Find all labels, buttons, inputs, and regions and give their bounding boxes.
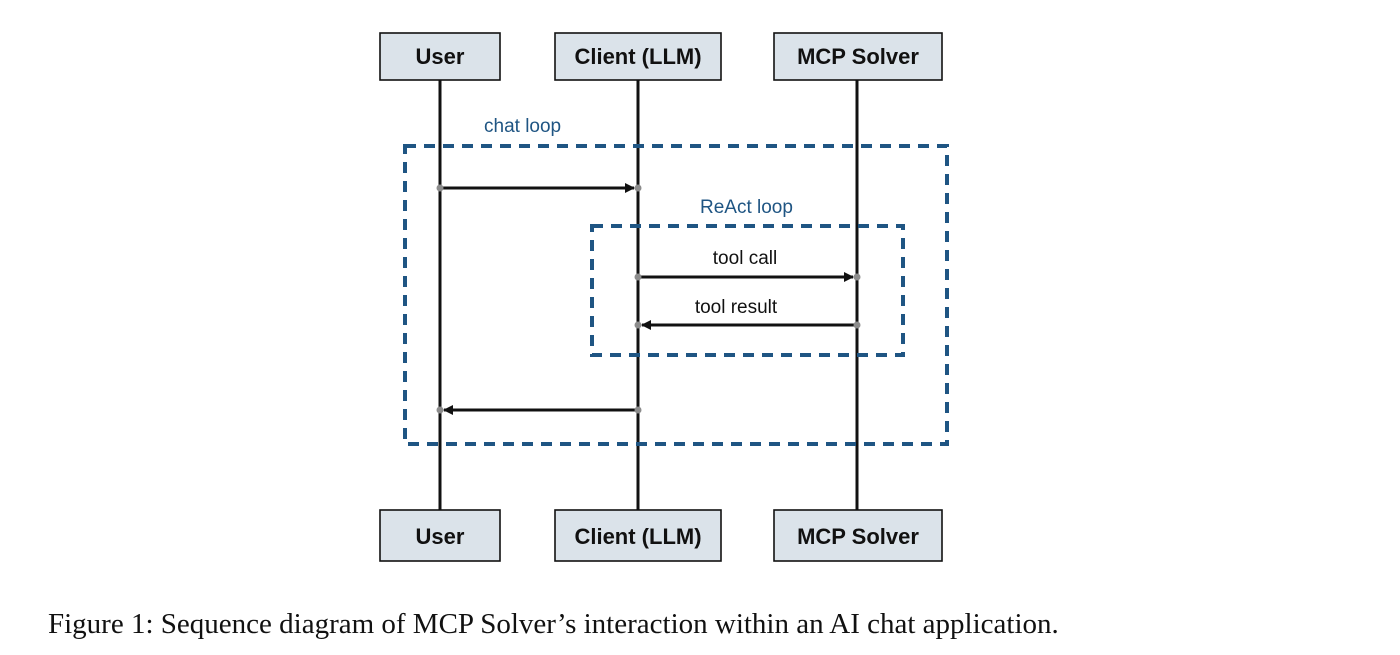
message-anchor-dot <box>853 273 861 281</box>
actor-user-bottom: User <box>379 509 501 562</box>
message-client-to-user <box>436 405 642 415</box>
message-anchor-dot <box>436 406 444 414</box>
actor-label: MCP Solver <box>797 524 919 549</box>
figure-caption: Figure 1: Sequence diagram of MCP Solver… <box>48 608 1059 640</box>
message-anchor-dot <box>634 184 642 192</box>
actor-label: Client (LLM) <box>574 524 701 549</box>
message-anchor-dot <box>634 406 642 414</box>
message-tool-call: tool call <box>634 248 861 282</box>
tool-call-label: tool call <box>713 248 777 269</box>
actor-label: Client (LLM) <box>574 44 701 69</box>
react-loop-frame <box>590 224 905 357</box>
actor-client-bottom: Client (LLM) <box>554 509 722 562</box>
tool-result-label: tool result <box>695 297 778 318</box>
actor-mcp-solver-bottom: MCP Solver <box>773 509 943 562</box>
sequence-diagram: chat loop ReAct loop tool call tool resu… <box>379 32 949 562</box>
message-anchor-dot <box>853 321 861 329</box>
react-loop-label: ReAct loop <box>700 197 793 218</box>
actor-label: User <box>416 524 465 549</box>
message-tool-result: tool result <box>634 297 861 330</box>
message-user-to-client <box>436 183 642 193</box>
chat-loop-label: chat loop <box>484 116 561 137</box>
actor-client-top: Client (LLM) <box>554 32 722 81</box>
actor-user-top: User <box>379 32 501 81</box>
actor-label: User <box>416 44 465 69</box>
chat-loop-frame <box>403 144 949 446</box>
actor-label: MCP Solver <box>797 44 919 69</box>
actor-mcp-solver-top: MCP Solver <box>773 32 943 81</box>
message-anchor-dot <box>634 321 642 329</box>
message-anchor-dot <box>436 184 444 192</box>
message-anchor-dot <box>634 273 642 281</box>
